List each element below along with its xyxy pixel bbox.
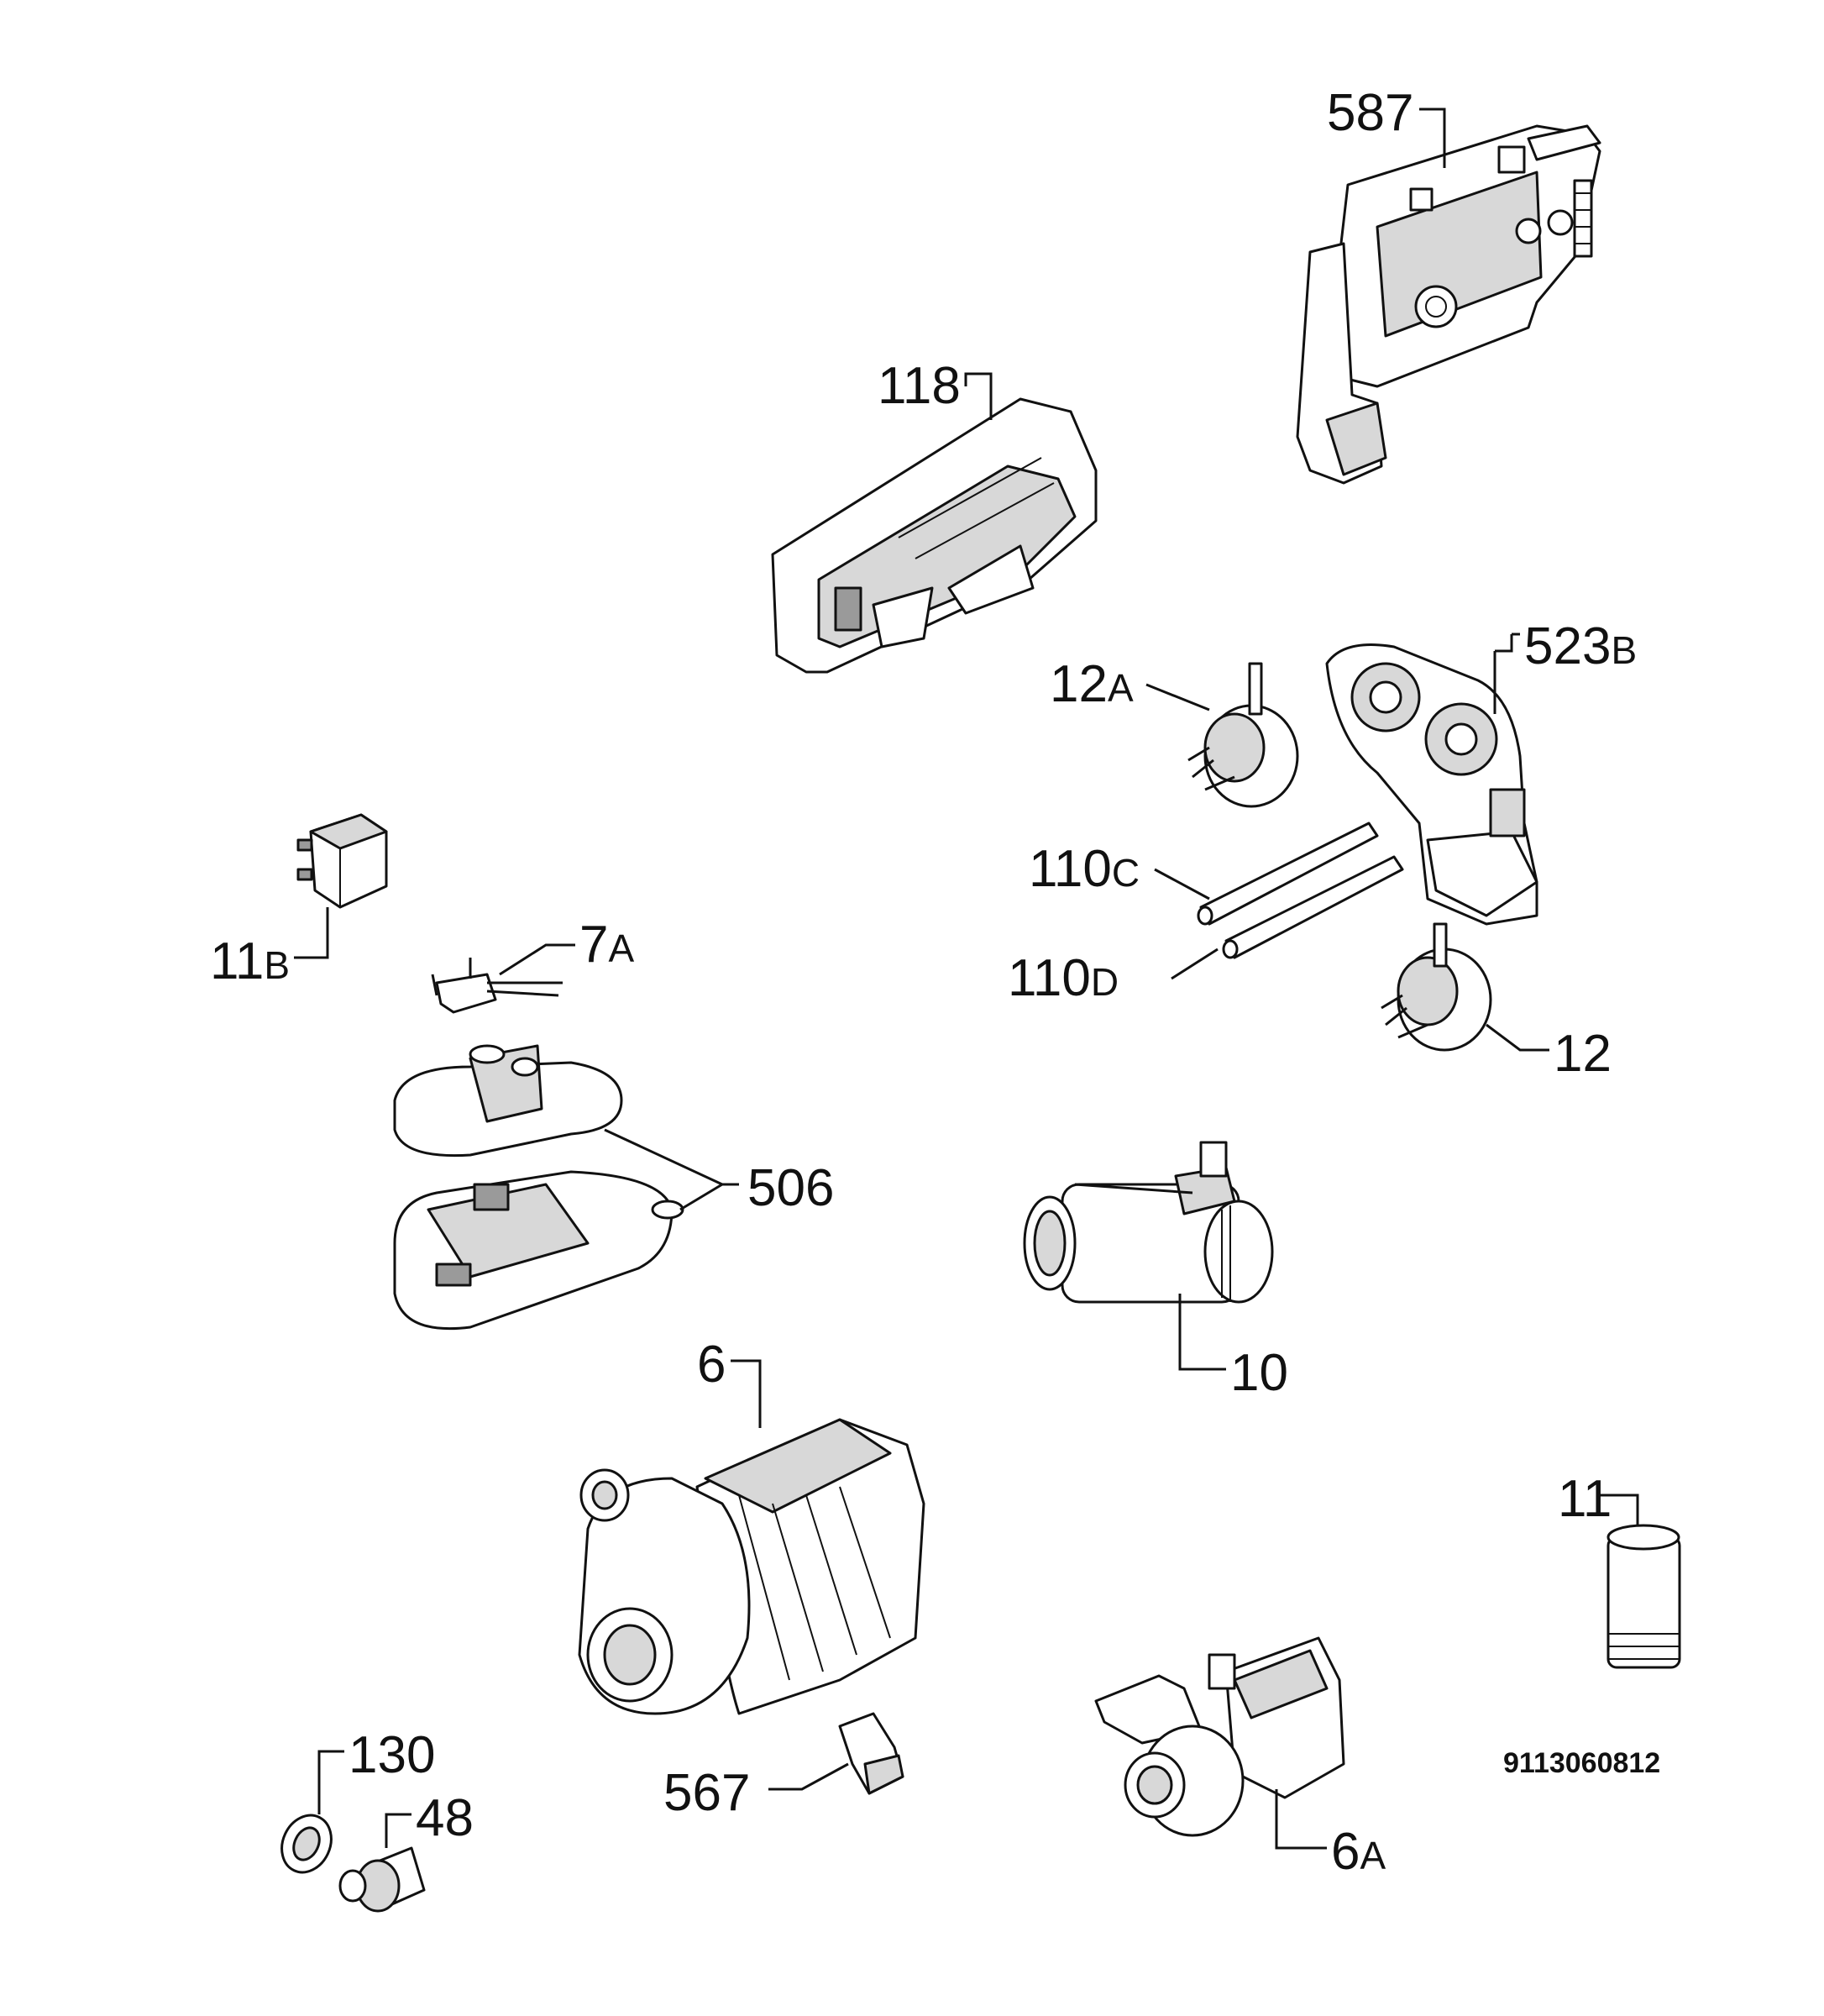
part-10-valve[interactable] — [1023, 1141, 1274, 1304]
part-48-plug[interactable] — [338, 1846, 426, 1913]
label-6: 6 — [697, 1336, 726, 1394]
part-6a-drain-pump[interactable] — [1094, 1636, 1345, 1837]
label-6a: 6A — [1331, 1823, 1386, 1881]
part-110d-hose[interactable] — [1222, 855, 1404, 959]
label-48: 48 — [416, 1789, 474, 1847]
label-7a: 7A — [579, 916, 634, 974]
part-110c-hose[interactable] — [1197, 822, 1379, 926]
label-11: 11 — [1558, 1470, 1612, 1528]
label-110d: 110D — [1008, 949, 1119, 1007]
part-567-clip[interactable] — [838, 1712, 904, 1795]
part-523b-bracket[interactable] — [1325, 643, 1538, 926]
label-110c: 110C — [1029, 840, 1140, 898]
part-12a-pressure-switch[interactable] — [1187, 662, 1299, 808]
label-567: 567 — [663, 1764, 750, 1822]
drawing-code: 9113060812 — [1503, 1747, 1660, 1779]
label-10: 10 — [1230, 1344, 1288, 1402]
part-11-capacitor[interactable] — [1606, 1524, 1681, 1669]
label-587: 587 — [1327, 84, 1413, 142]
part-6-circulation-pump[interactable] — [578, 1418, 925, 1715]
part-7a-switch[interactable] — [431, 958, 563, 1014]
part-130-seal[interactable] — [273, 1807, 340, 1880]
label-523b: 523B — [1524, 617, 1637, 675]
label-118: 118 — [878, 357, 961, 415]
label-130: 130 — [349, 1726, 435, 1784]
label-11b: 11B — [210, 932, 290, 990]
label-506: 506 — [747, 1159, 834, 1217]
label-12a: 12A — [1050, 655, 1134, 713]
part-11b-relay[interactable] — [296, 813, 388, 909]
part-587-control-module[interactable] — [1296, 124, 1601, 485]
label-12: 12 — [1554, 1025, 1612, 1083]
part-12-pressure-switch[interactable] — [1381, 922, 1492, 1052]
part-118-housing[interactable] — [771, 397, 1098, 674]
part-506-float-housing[interactable] — [393, 1044, 684, 1331]
